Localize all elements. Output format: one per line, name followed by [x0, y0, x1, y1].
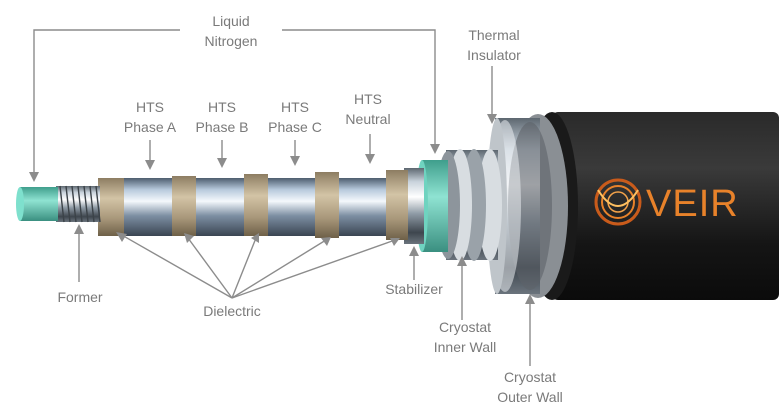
label-hts-phase-b-line2: Phase B — [196, 119, 249, 135]
dielectric-band-1 — [98, 178, 124, 236]
label-thermal-insulator-line1: Thermal — [468, 27, 519, 43]
arrowheads — [29, 114, 535, 304]
label-hts-phase-c-line2: Phase C — [268, 119, 322, 135]
label-cryostat-inner-wall-line1: Cryostat — [439, 319, 491, 335]
veir-wordmark: VEIR — [646, 183, 739, 225]
label-hts-phase-b-line1: HTS — [208, 99, 236, 115]
label-thermal-insulator-line2: Insulator — [467, 47, 521, 63]
label-hts-neutral-line1: HTS — [354, 91, 382, 107]
stabilizer-layer — [404, 168, 424, 244]
label-hts-phase-a-line1: HTS — [136, 99, 164, 115]
label-cryostat-inner-wall-line2: Inner Wall — [434, 339, 497, 355]
cable-core — [98, 170, 408, 240]
dielectric-band-4 — [315, 172, 339, 238]
label-former: Former — [57, 289, 102, 305]
label-hts-phase-a-line2: Phase A — [124, 119, 177, 135]
label-stabilizer: Stabilizer — [385, 281, 443, 297]
label-liquid-nitrogen-line1: Liquid — [212, 13, 249, 29]
former-spring — [56, 185, 101, 223]
label-cryostat-outer-wall-line2: Outer Wall — [497, 389, 563, 405]
dielectric-band-3 — [244, 174, 268, 236]
liquid-nitrogen-core — [16, 187, 58, 221]
dielectric-band-5 — [386, 170, 408, 240]
label-hts-phase-c-line1: HTS — [281, 99, 309, 115]
dielectric-band-2 — [172, 176, 196, 236]
label-dielectric: Dielectric — [203, 303, 261, 319]
veir-logo: VEIR — [594, 178, 739, 226]
labels: Liquid Nitrogen Thermal Insulator HTS Ph… — [57, 13, 562, 405]
label-cryostat-outer-wall-line1: Cryostat — [504, 369, 556, 385]
veir-logo-mark — [594, 178, 642, 226]
label-liquid-nitrogen-line2: Nitrogen — [205, 33, 258, 49]
label-hts-neutral-line2: Neutral — [345, 111, 390, 127]
